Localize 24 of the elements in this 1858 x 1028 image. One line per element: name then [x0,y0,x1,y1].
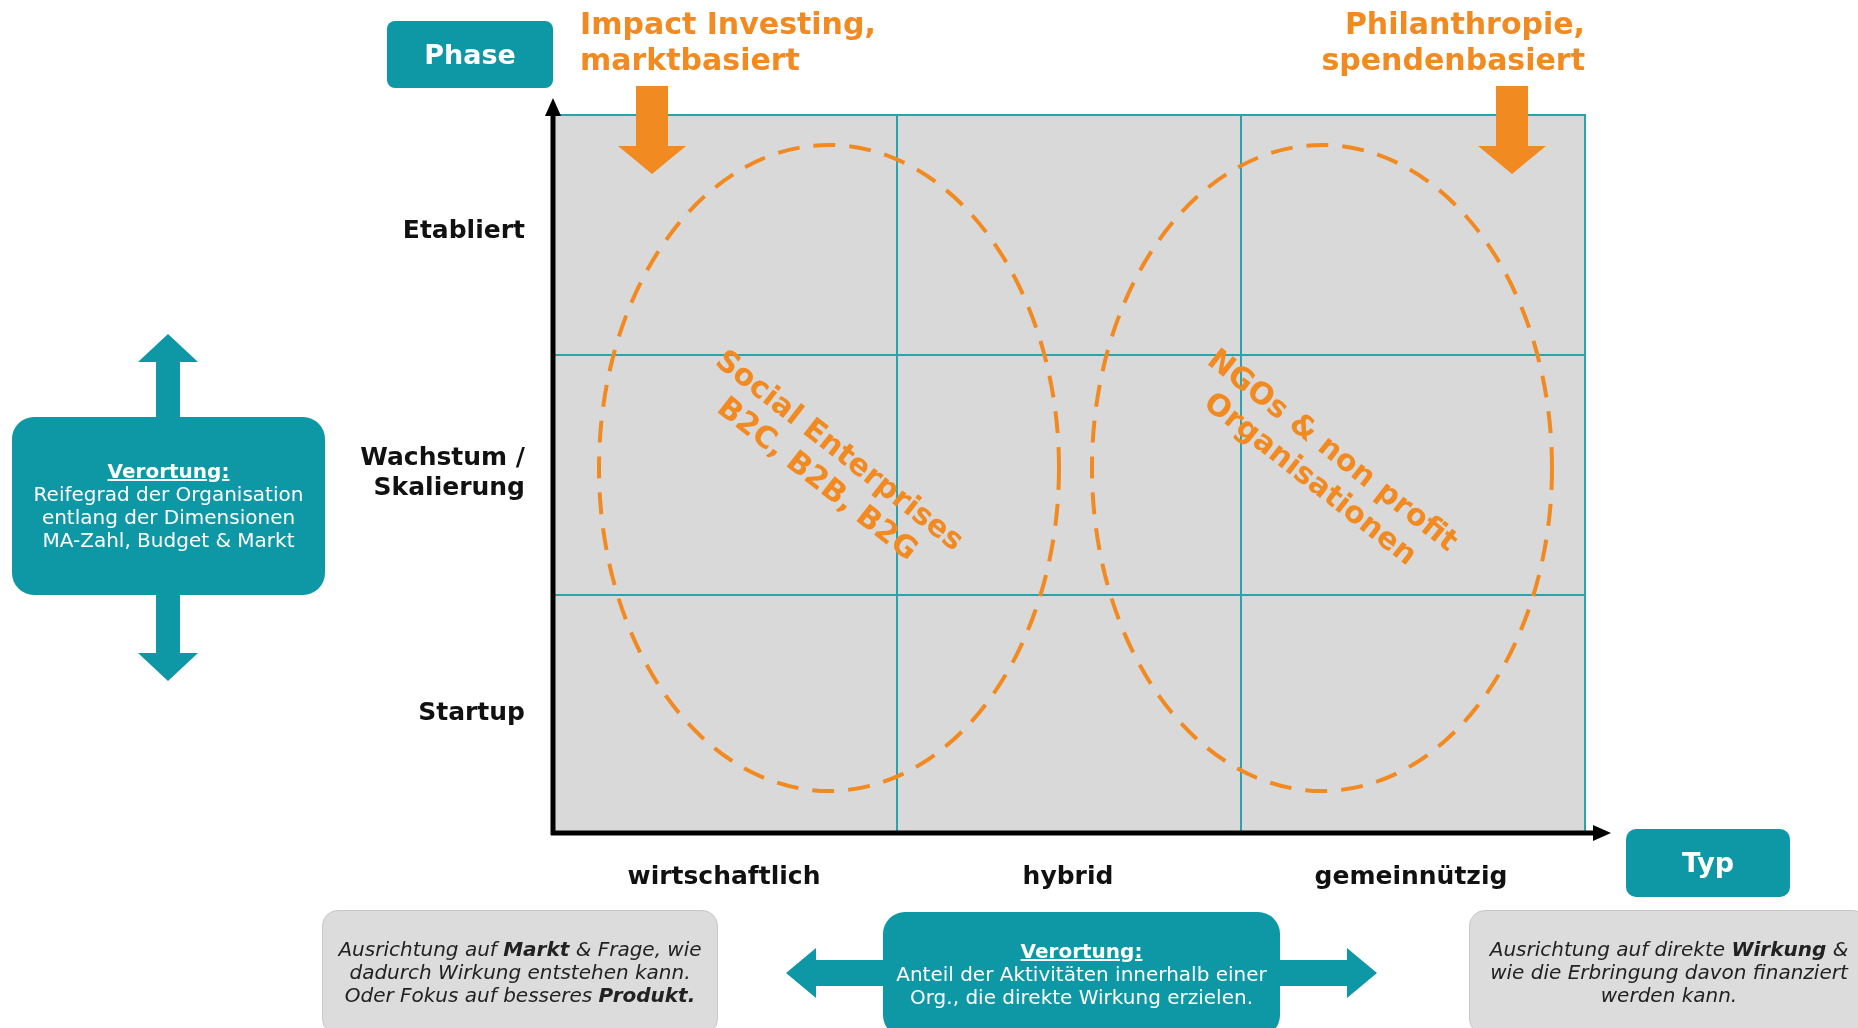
box-label: Phase [424,38,516,70]
box-text: Reifegrad der Organisation entlang der Dimensionen MA-Zahl, Budget & Markt [32,483,305,552]
box-heading: Verortung: [1020,940,1143,963]
column-label: gemeinnützig [1314,861,1508,891]
info-box [883,912,1280,1028]
heading-label: Impact Investing, marktbasiert [580,6,877,78]
note-box [322,910,718,1028]
row-label: Wachstum / Skalierung [359,442,525,502]
box-label: Typ [1681,847,1735,879]
info-box [12,417,325,595]
dashed-ellipse [1089,142,1555,794]
phase-box [387,21,553,88]
dashed-ellipse [596,142,1062,794]
box-heading: Verortung: [107,460,230,483]
box-text: Anteil der Aktivitäten innerhalb einer Org., die direkte Wirkung erzielen. [895,963,1268,1009]
column-label: wirtschaftlich [627,861,821,891]
type-box [1626,829,1790,897]
box-text: Ausrichtung auf direkte Wirkung & wie die Erbringung davon finanziert werden kann. [1488,938,1850,1007]
row-label: Etabliert [402,215,525,245]
box-text: Ausrichtung auf Markt & Frage, wie dadurch Wirkung entstehen kann. Oder Fokus auf besseres Produkt. [336,938,703,1007]
note-box [1469,910,1858,1028]
column-label: hybrid [1022,861,1114,891]
heading-label: Philanthropie, spendenbasiert [1320,6,1585,78]
row-label: Startup [418,697,525,727]
